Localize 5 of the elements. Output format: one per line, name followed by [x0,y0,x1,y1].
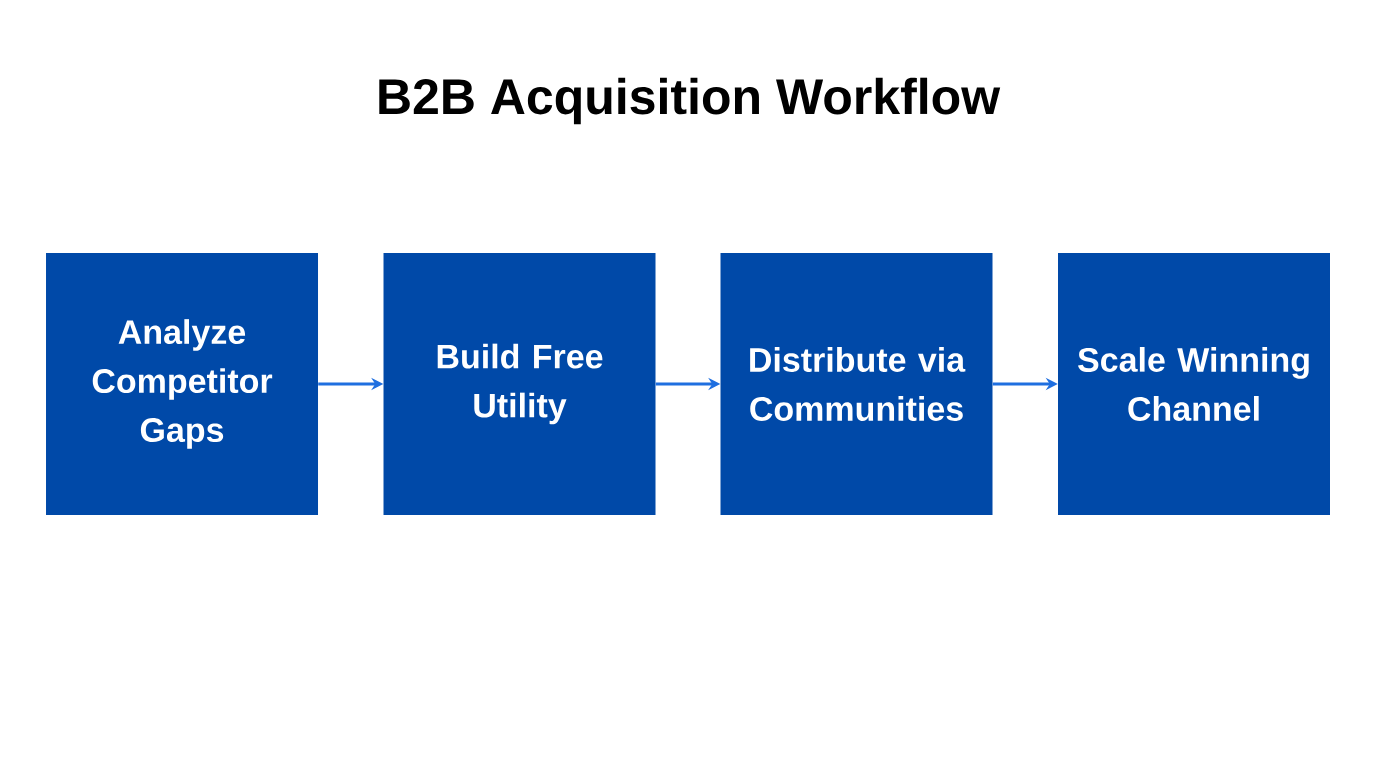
process-box: Distribute via Communities [720,253,993,515]
process-box: Build Free Utility [383,253,656,515]
process-box: Analyze Competitor Gaps [46,253,318,515]
title: B2B Acquisition Workflow [379,77,1001,125]
process-box: Scale Winning Channel [1058,253,1330,515]
